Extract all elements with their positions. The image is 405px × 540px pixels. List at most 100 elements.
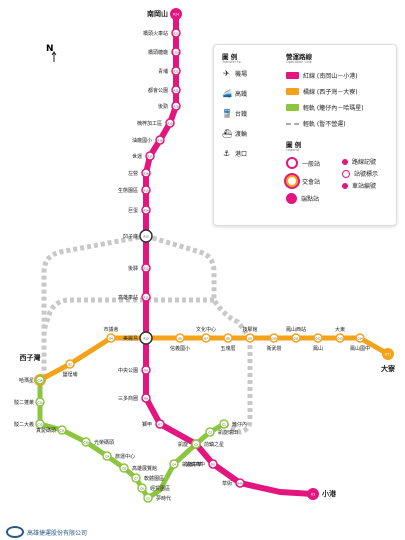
station-name: 光榮碼頭 <box>94 439 114 446</box>
station-code: O9 <box>248 337 252 341</box>
station-name: 美麗島 <box>123 335 138 342</box>
station-name: 橋頭火車站 <box>143 30 168 37</box>
orange-line <box>38 335 390 383</box>
station-code: C3 <box>194 443 198 447</box>
station-name: 夢時代 <box>156 495 171 502</box>
station-name: 中央公園 <box>118 367 138 374</box>
station-code: O4 <box>109 337 113 341</box>
station-name: 鳳山西站 <box>286 326 306 333</box>
station-code: R13 <box>143 235 148 239</box>
station-name: 高雄車站 <box>118 294 138 301</box>
facilities-title: 圖 例 <box>222 53 238 61</box>
station-name: 後驛 <box>128 265 138 272</box>
station-r9[interactable]: R9 中央公園 <box>118 365 151 375</box>
station-name: 市議會 <box>103 326 118 333</box>
station-code: C14 <box>37 379 42 383</box>
station-name: 巨蛋 <box>128 207 138 214</box>
station-name: 生態園區 <box>118 187 138 194</box>
station-name: 鹽埕埔 <box>62 371 77 378</box>
station-code: O13 <box>337 337 343 341</box>
station-o4[interactable]: O4 市議會 <box>103 326 119 343</box>
station-name: 大東 <box>335 326 345 333</box>
station-code: R20 <box>173 105 178 109</box>
legend-hsr: 🚄高鐵 <box>222 89 248 98</box>
station-o13[interactable]: O13 大東 <box>335 326 345 343</box>
station-name: 凱旋 <box>178 441 188 448</box>
station-r15[interactable]: R15 生態園區 <box>118 185 151 195</box>
station-name: 三多商圈 <box>118 395 138 402</box>
station-name: 駁二大義 <box>14 421 34 428</box>
station-code: O7 <box>204 337 208 341</box>
legend-red-line: 紅線 (南岡山－小港) <box>286 71 358 80</box>
station-code: R15 <box>143 189 148 193</box>
legend-gray-line: 輕軌 (暫不營運) <box>286 119 346 128</box>
ferry-icon: ⛴ <box>222 129 233 138</box>
station-name: 凱旋瑞田 <box>218 429 238 436</box>
station-code: R11 <box>143 296 148 300</box>
station-name: 油廠國小 <box>132 137 152 144</box>
station-name: 哈瑪星 <box>19 377 34 384</box>
north-label: N <box>46 44 54 54</box>
station-r14[interactable]: R14 巨蛋 <box>128 205 151 215</box>
station-name: 獅甲 <box>142 421 152 428</box>
station-code: R9 <box>144 369 148 373</box>
station-code: R4A <box>237 482 242 486</box>
station-name: 駁二蓬萊 <box>14 399 34 406</box>
station-code: R23 <box>173 32 178 36</box>
station-code: C4 <box>172 463 176 467</box>
station-code: O6 <box>178 337 182 341</box>
legend-orange-line: 橘線 (西子灣－大寮) <box>286 87 358 96</box>
station-o6[interactable]: O6 信義國小 <box>170 333 190 352</box>
station-code: R22 <box>173 70 178 74</box>
station-name: 左營 <box>128 170 138 177</box>
station-r23[interactable]: R23 橋頭火車站 <box>143 28 181 38</box>
operator-name: 高雄捷運股份有限公司 <box>27 529 88 537</box>
station-code: R14 <box>143 209 148 213</box>
north-arrow-icon <box>51 51 57 62</box>
station-name: 橋頭糖廠 <box>148 49 168 56</box>
station-r11[interactable]: R11 高雄車站 <box>118 292 151 302</box>
station-name: 信義國小 <box>170 345 190 352</box>
station-code: OT1 <box>385 353 391 357</box>
